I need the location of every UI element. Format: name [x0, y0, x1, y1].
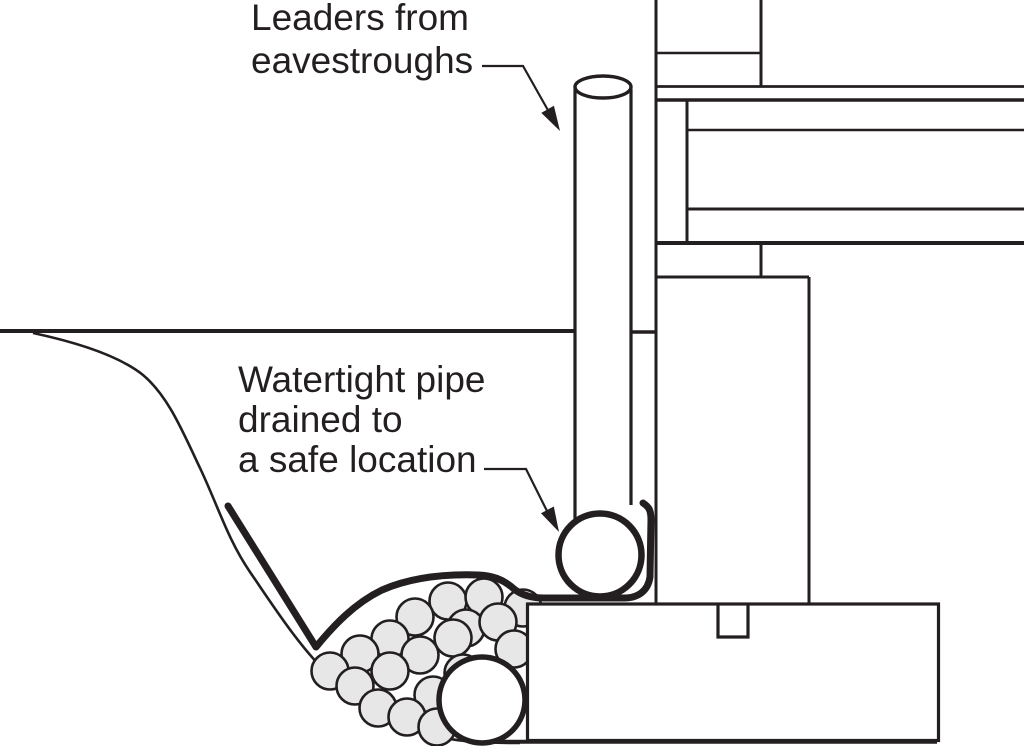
gravel-stones: [433, 618, 473, 658]
gravel-stones: [370, 651, 410, 691]
drain-pipe: [436, 654, 528, 746]
membrane-drain-liner: [224, 499, 655, 651]
label-leaders-from-eavestroughs: Leaders from eavestroughs: [251, 0, 474, 81]
leader-line-watertight: [484, 467, 549, 514]
arrowhead-eavestroughs: [541, 105, 560, 131]
downspout-elbow: [555, 510, 645, 600]
label-watertight-pipe: Watertight pipe drained to a safe locati…: [238, 359, 486, 480]
leader-line-eavestroughs: [482, 64, 550, 113]
gravel-stones: [395, 597, 435, 637]
keyway: [716, 605, 750, 639]
downspout-top-ellipse: [573, 74, 633, 100]
arrowhead-watertight: [541, 506, 559, 532]
footing: [525, 602, 941, 743]
